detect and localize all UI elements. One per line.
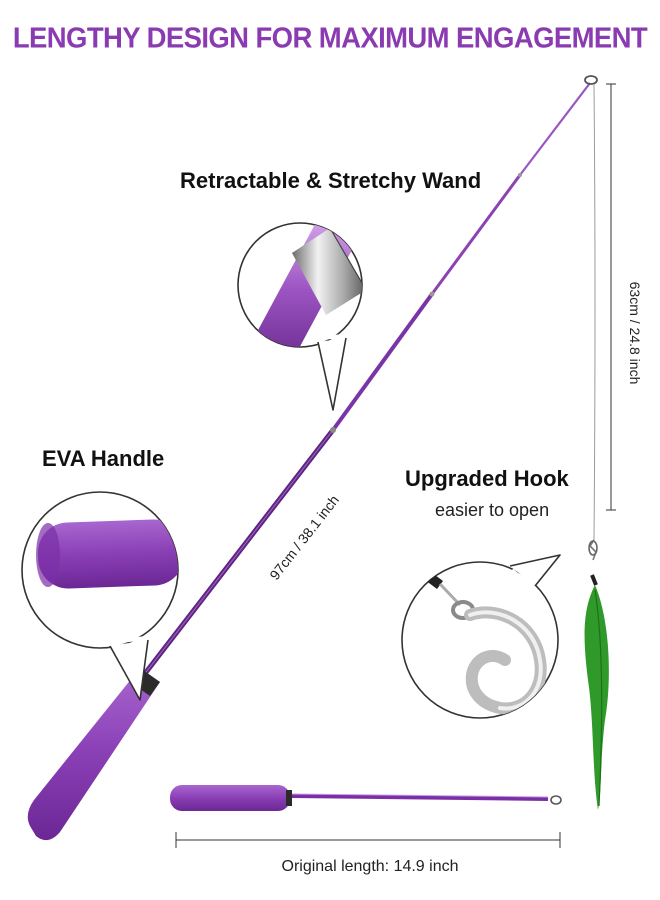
page-title: LENGTHY DESIGN FOR MAXIMUM ENGAGEMENT — [12, 21, 648, 54]
handle-zoom-callout — [21, 491, 179, 701]
string-length-label: 63cm / 24.8 inch — [627, 281, 643, 385]
string-and-feather — [584, 83, 609, 810]
handle-callout-label: EVA Handle — [42, 446, 165, 471]
wand-callout-label: Retractable & Stretchy Wand — [180, 168, 482, 193]
original-length-label: Original length: 14.9 inch — [281, 858, 459, 875]
telescopic-rod — [138, 75, 598, 682]
hook-callout-subtitle: easier to open — [435, 500, 550, 520]
retracted-wand — [170, 785, 562, 811]
wand-zoom-callout — [237, 222, 363, 411]
original-length-dimension-line — [175, 832, 561, 848]
string-dimension-line — [606, 83, 616, 511]
hook-zoom-callout — [401, 554, 561, 719]
hook-callout-label: Upgraded Hook — [405, 466, 569, 491]
